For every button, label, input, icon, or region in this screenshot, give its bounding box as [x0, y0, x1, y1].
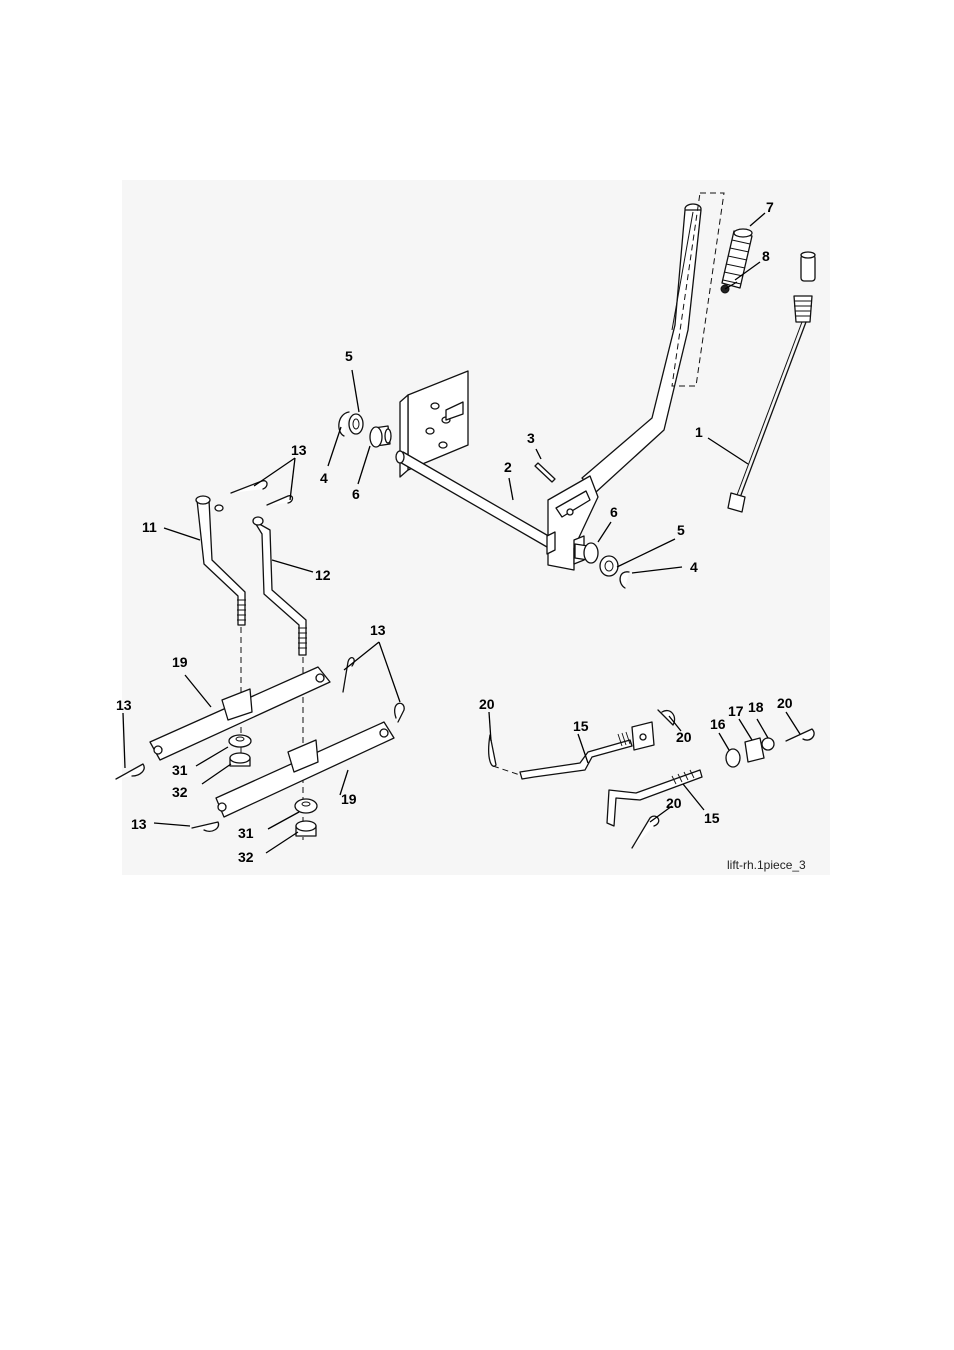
swivel-block [745, 738, 764, 762]
callout-15-lower: 15 [704, 810, 720, 826]
left-washer [349, 414, 363, 434]
callout-32-lower: 32 [238, 849, 254, 865]
rod-block [632, 722, 654, 750]
callout-13-bottom: 13 [131, 816, 147, 832]
callout-13-left: 13 [116, 697, 132, 713]
callout-20-bottom: 20 [666, 795, 682, 811]
callout-20-top: 20 [676, 729, 692, 745]
swivel-nut [762, 738, 774, 750]
callout-20-right: 20 [777, 695, 793, 711]
callout-13-top: 13 [291, 442, 307, 458]
callout-7: 7 [766, 199, 774, 215]
callout-17: 17 [728, 703, 744, 719]
callout-12: 12 [315, 567, 331, 583]
nut-upper [230, 753, 250, 766]
callout-6-left: 6 [352, 486, 360, 502]
figure-caption: lift-rh.1piece_3 [727, 858, 806, 872]
left-bushing [370, 426, 391, 447]
callout-8: 8 [762, 248, 770, 264]
callout-5-right: 5 [677, 522, 685, 538]
callout-3: 3 [527, 430, 535, 446]
callout-19-lower: 19 [341, 791, 357, 807]
callout-6-right: 6 [610, 504, 618, 520]
callout-13-mid: 13 [370, 622, 386, 638]
callout-4-left: 4 [320, 470, 328, 486]
callout-31-lower: 31 [238, 825, 254, 841]
nut-lower [296, 821, 316, 836]
callout-16: 16 [710, 716, 726, 732]
right-washer [600, 556, 618, 576]
callout-2: 2 [504, 459, 512, 475]
washer-lower [295, 799, 317, 813]
callout-18: 18 [748, 699, 764, 715]
callout-20-left: 20 [479, 696, 495, 712]
callout-19-upper: 19 [172, 654, 188, 670]
callout-31-upper: 31 [172, 762, 188, 778]
spacer-washer [726, 749, 740, 767]
drawing-area [122, 180, 830, 875]
washer-upper [229, 735, 251, 747]
callout-4-right: 4 [690, 559, 698, 575]
callout-32-upper: 32 [172, 784, 188, 800]
callout-1: 1 [695, 424, 703, 440]
callout-11: 11 [142, 519, 157, 535]
callout-5-left: 5 [345, 348, 353, 364]
callout-15-upper: 15 [573, 718, 589, 734]
